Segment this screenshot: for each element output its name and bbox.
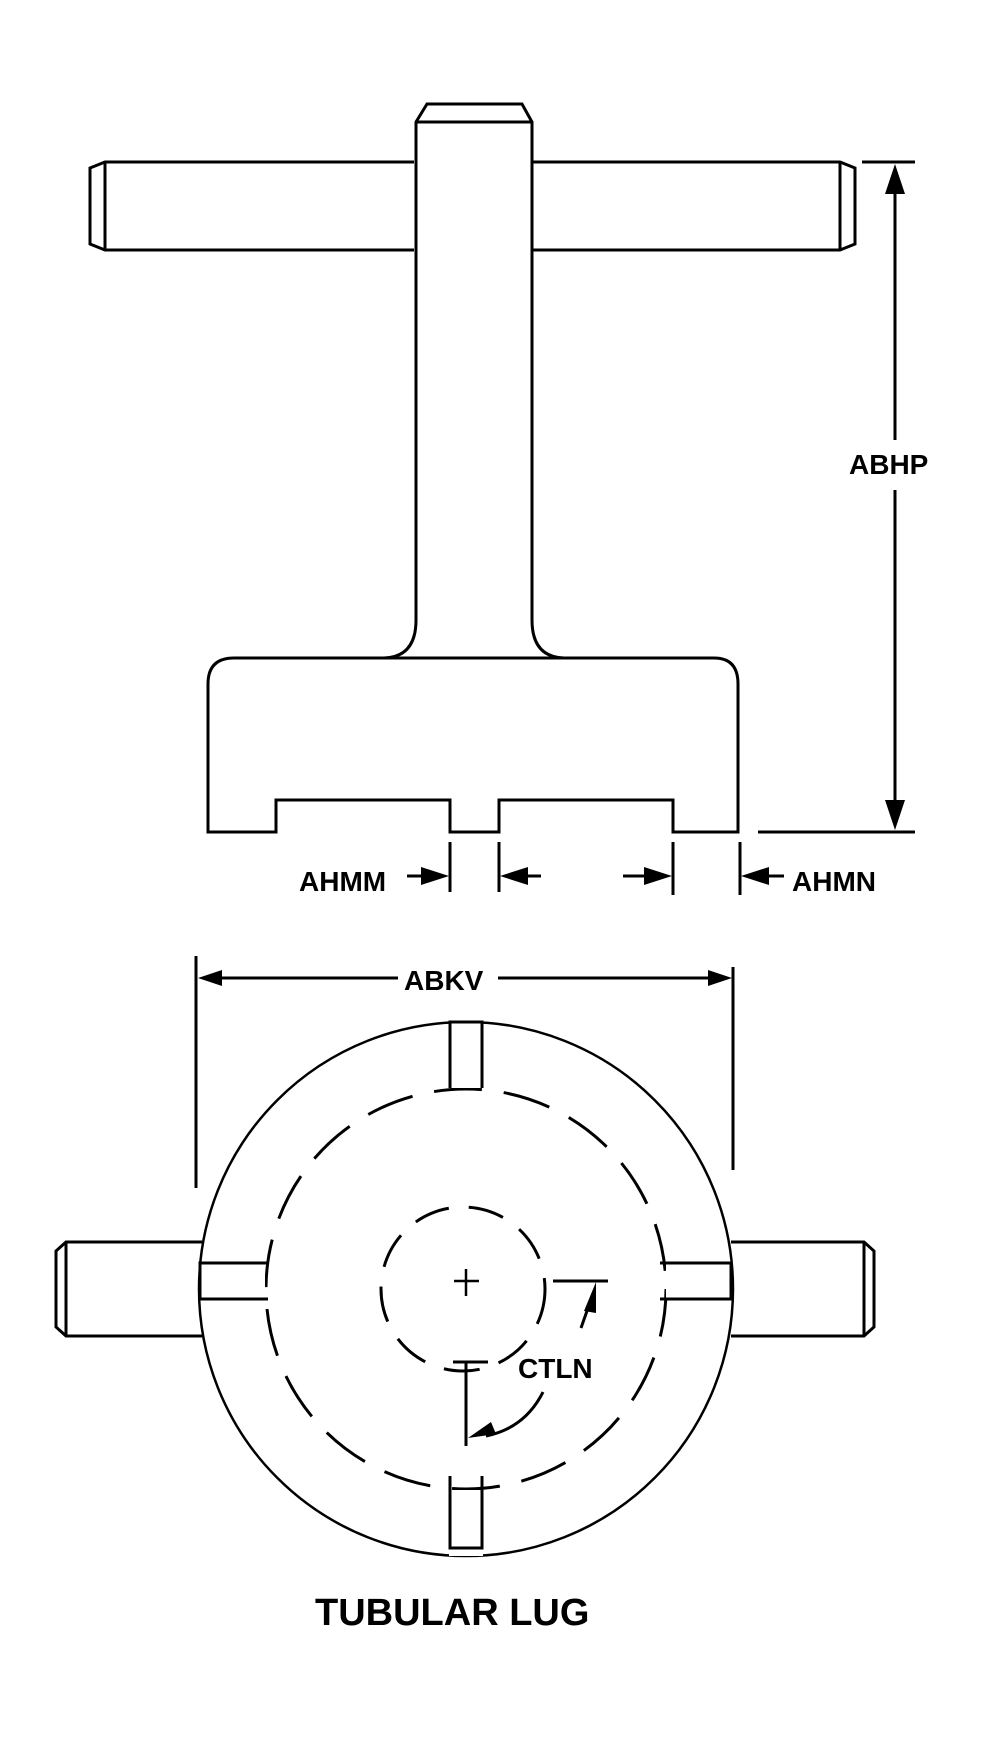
slot-arrow-right bbox=[644, 867, 672, 885]
slot-bottom bbox=[448, 1476, 484, 1550]
slot-right bbox=[660, 1261, 733, 1301]
shaft-fillet-left bbox=[383, 619, 418, 660]
handle-left-arm bbox=[88, 160, 414, 252]
abhp-arrow-down bbox=[885, 800, 905, 830]
bore-circle-dashed bbox=[379, 1205, 547, 1373]
abkv-arrow-right bbox=[708, 970, 732, 986]
handle-right-arm bbox=[531, 160, 857, 252]
abhp-label: ABHP bbox=[849, 449, 928, 480]
slot-left-mask bbox=[200, 1263, 265, 1299]
handle-stub-left bbox=[54, 1240, 202, 1338]
shaft bbox=[414, 102, 534, 620]
slot-top-mask bbox=[449, 1022, 483, 1088]
ctln-arrow-upper bbox=[584, 1282, 596, 1313]
side-view: ABHP AHMM AHMN bbox=[88, 102, 928, 897]
ahmm-arrow bbox=[421, 867, 449, 885]
shaft-fillet-right bbox=[530, 619, 565, 660]
ahmm-label: AHMM bbox=[299, 866, 386, 897]
base-body bbox=[206, 656, 740, 834]
top-view: ABKV CTLN bbox=[54, 956, 876, 1558]
drawing-title: TUBULAR LUG bbox=[315, 1592, 589, 1634]
abkv-arrow-left bbox=[198, 970, 222, 986]
slot-right-mask bbox=[666, 1263, 731, 1299]
ctln-arrow-lower bbox=[468, 1422, 496, 1438]
slot-arrow-left bbox=[500, 867, 528, 885]
slot-bottom-mask bbox=[449, 1490, 483, 1556]
ahmn-label: AHMN bbox=[792, 866, 876, 897]
abhp-arrow-up bbox=[885, 164, 905, 194]
ahmn-arrow bbox=[741, 867, 769, 885]
handle-stub-right bbox=[731, 1240, 876, 1338]
ctln-arc-lower bbox=[485, 1391, 545, 1438]
abkv-label: ABKV bbox=[404, 965, 484, 996]
slot-top bbox=[448, 1020, 484, 1088]
ctln-label: CTLN bbox=[518, 1353, 593, 1384]
slot-left bbox=[198, 1261, 268, 1301]
